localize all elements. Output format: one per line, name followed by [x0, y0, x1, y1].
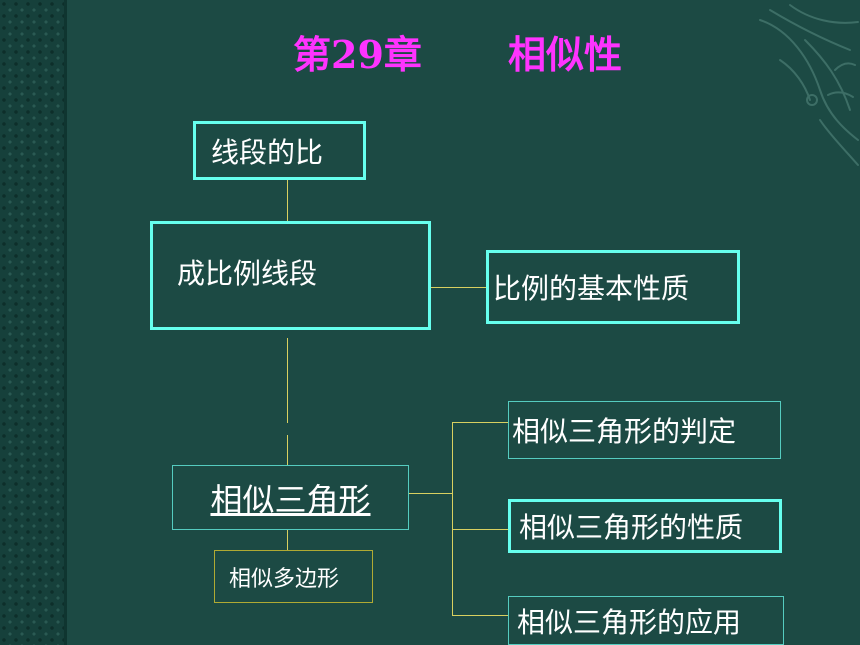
node-proportional-segments-label: 成比例线段 [177, 256, 318, 290]
decorative-side-strip [0, 0, 64, 645]
connector-triangles-to-polygons [287, 530, 288, 551]
node-triangle-properties-label: 相似三角形的性质 [519, 511, 744, 544]
connector-proportional-to-properties [430, 287, 487, 288]
node-triangle-applications-label: 相似三角形的应用 [517, 605, 742, 639]
node-proportion-properties: 比例的基本性质 [486, 250, 740, 324]
node-segment-ratio-label: 线段的比 [211, 135, 324, 169]
connector-ratio-to-proportional [287, 179, 288, 222]
node-similar-polygons-label: 相似多边形 [229, 566, 340, 592]
connector-proportional-to-triangles-lower [287, 435, 288, 465]
node-segment-ratio: 线段的比 [193, 121, 366, 180]
node-triangle-criteria-label: 相似三角形的判定 [512, 415, 737, 448]
node-similar-triangles-label: 相似三角形 [210, 480, 371, 519]
connector-branch-criteria [452, 422, 509, 423]
node-proportional-segments: 成比例线段 [150, 221, 431, 330]
connector-branch-properties [452, 529, 509, 530]
phoenix-ornament-icon [759, 4, 859, 166]
connector-branch-trunk [452, 422, 453, 616]
side-strip-edge [64, 0, 67, 645]
node-triangle-properties: 相似三角形的性质 [508, 499, 782, 553]
node-triangle-applications: 相似三角形的应用 [508, 596, 784, 645]
node-similar-triangles: 相似三角形 [172, 465, 409, 530]
topic-title: 相似性 [508, 32, 623, 77]
connector-proportional-to-triangles-upper [287, 338, 288, 423]
chapter-title: 第29章 [293, 32, 422, 77]
connector-triangles-to-branch [408, 493, 452, 494]
node-triangle-criteria: 相似三角形的判定 [508, 401, 781, 459]
node-similar-polygons: 相似多边形 [214, 550, 373, 603]
node-proportion-properties-label: 比例的基本性质 [493, 272, 690, 305]
connector-branch-applications [452, 615, 509, 616]
